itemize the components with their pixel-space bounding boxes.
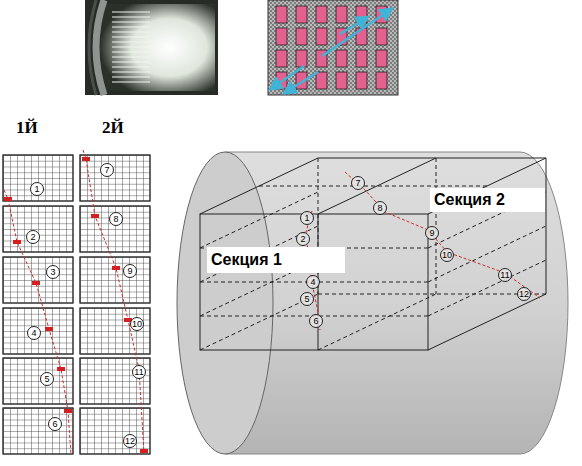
callout-number: 8 (109, 212, 123, 226)
callout-number: 2 (296, 232, 310, 246)
callout-number: 10 (130, 317, 144, 331)
callout-number: 3 (46, 265, 60, 279)
callout-number: 11 (132, 365, 146, 379)
shelf-lines (112, 12, 150, 82)
callout-number: 10 (440, 248, 454, 262)
callout-number: 6 (309, 314, 323, 328)
callout-number: 1 (30, 182, 44, 196)
section-label-box: Секция 1 (207, 247, 345, 273)
section-name: Секция 1 (211, 251, 282, 269)
door-gasket (96, 0, 104, 95)
sensor-path (83, 150, 144, 453)
section-box-edges (200, 158, 546, 350)
hidden-edges (200, 158, 546, 350)
callout-number: 1 (300, 211, 314, 225)
section-label-box: Секция 2 (430, 188, 545, 212)
section-name: Секция 2 (434, 191, 505, 209)
autoclave-cylinder (177, 152, 568, 454)
door-edge (89, 0, 96, 95)
callout-number: 4 (27, 326, 41, 340)
callout-number: 12 (123, 434, 137, 448)
column-heading: 1Й (16, 118, 38, 138)
flow-arrows (272, 10, 390, 92)
callout-number: 6 (48, 417, 62, 431)
load-pattern (268, 0, 398, 95)
product-blocks (276, 6, 387, 89)
callout-number: 2 (26, 230, 40, 244)
cylinder-body (225, 152, 568, 454)
callout-number: 9 (425, 226, 439, 240)
callout-number: 9 (123, 264, 137, 278)
chamber-photo (85, 0, 218, 95)
callout-number: 7 (351, 176, 365, 190)
pattern-frame (268, 0, 398, 95)
callout-number: 5 (300, 292, 314, 306)
callout-number: 5 (40, 372, 54, 386)
sensor-path (4, 190, 71, 455)
callout-number: 4 (306, 275, 320, 289)
layer-grid-backs (3, 155, 150, 454)
layer-grids (3, 155, 150, 454)
callout-number: 12 (517, 287, 531, 301)
sensor-marks (4, 157, 148, 453)
column-heading: 2Й (102, 118, 124, 138)
photo-glow (100, 4, 215, 91)
callout-number: 11 (498, 268, 512, 282)
cylinder-end (177, 152, 273, 454)
callout-number: 8 (373, 201, 387, 215)
callout-number: 7 (100, 163, 114, 177)
photo-frame (85, 0, 218, 95)
